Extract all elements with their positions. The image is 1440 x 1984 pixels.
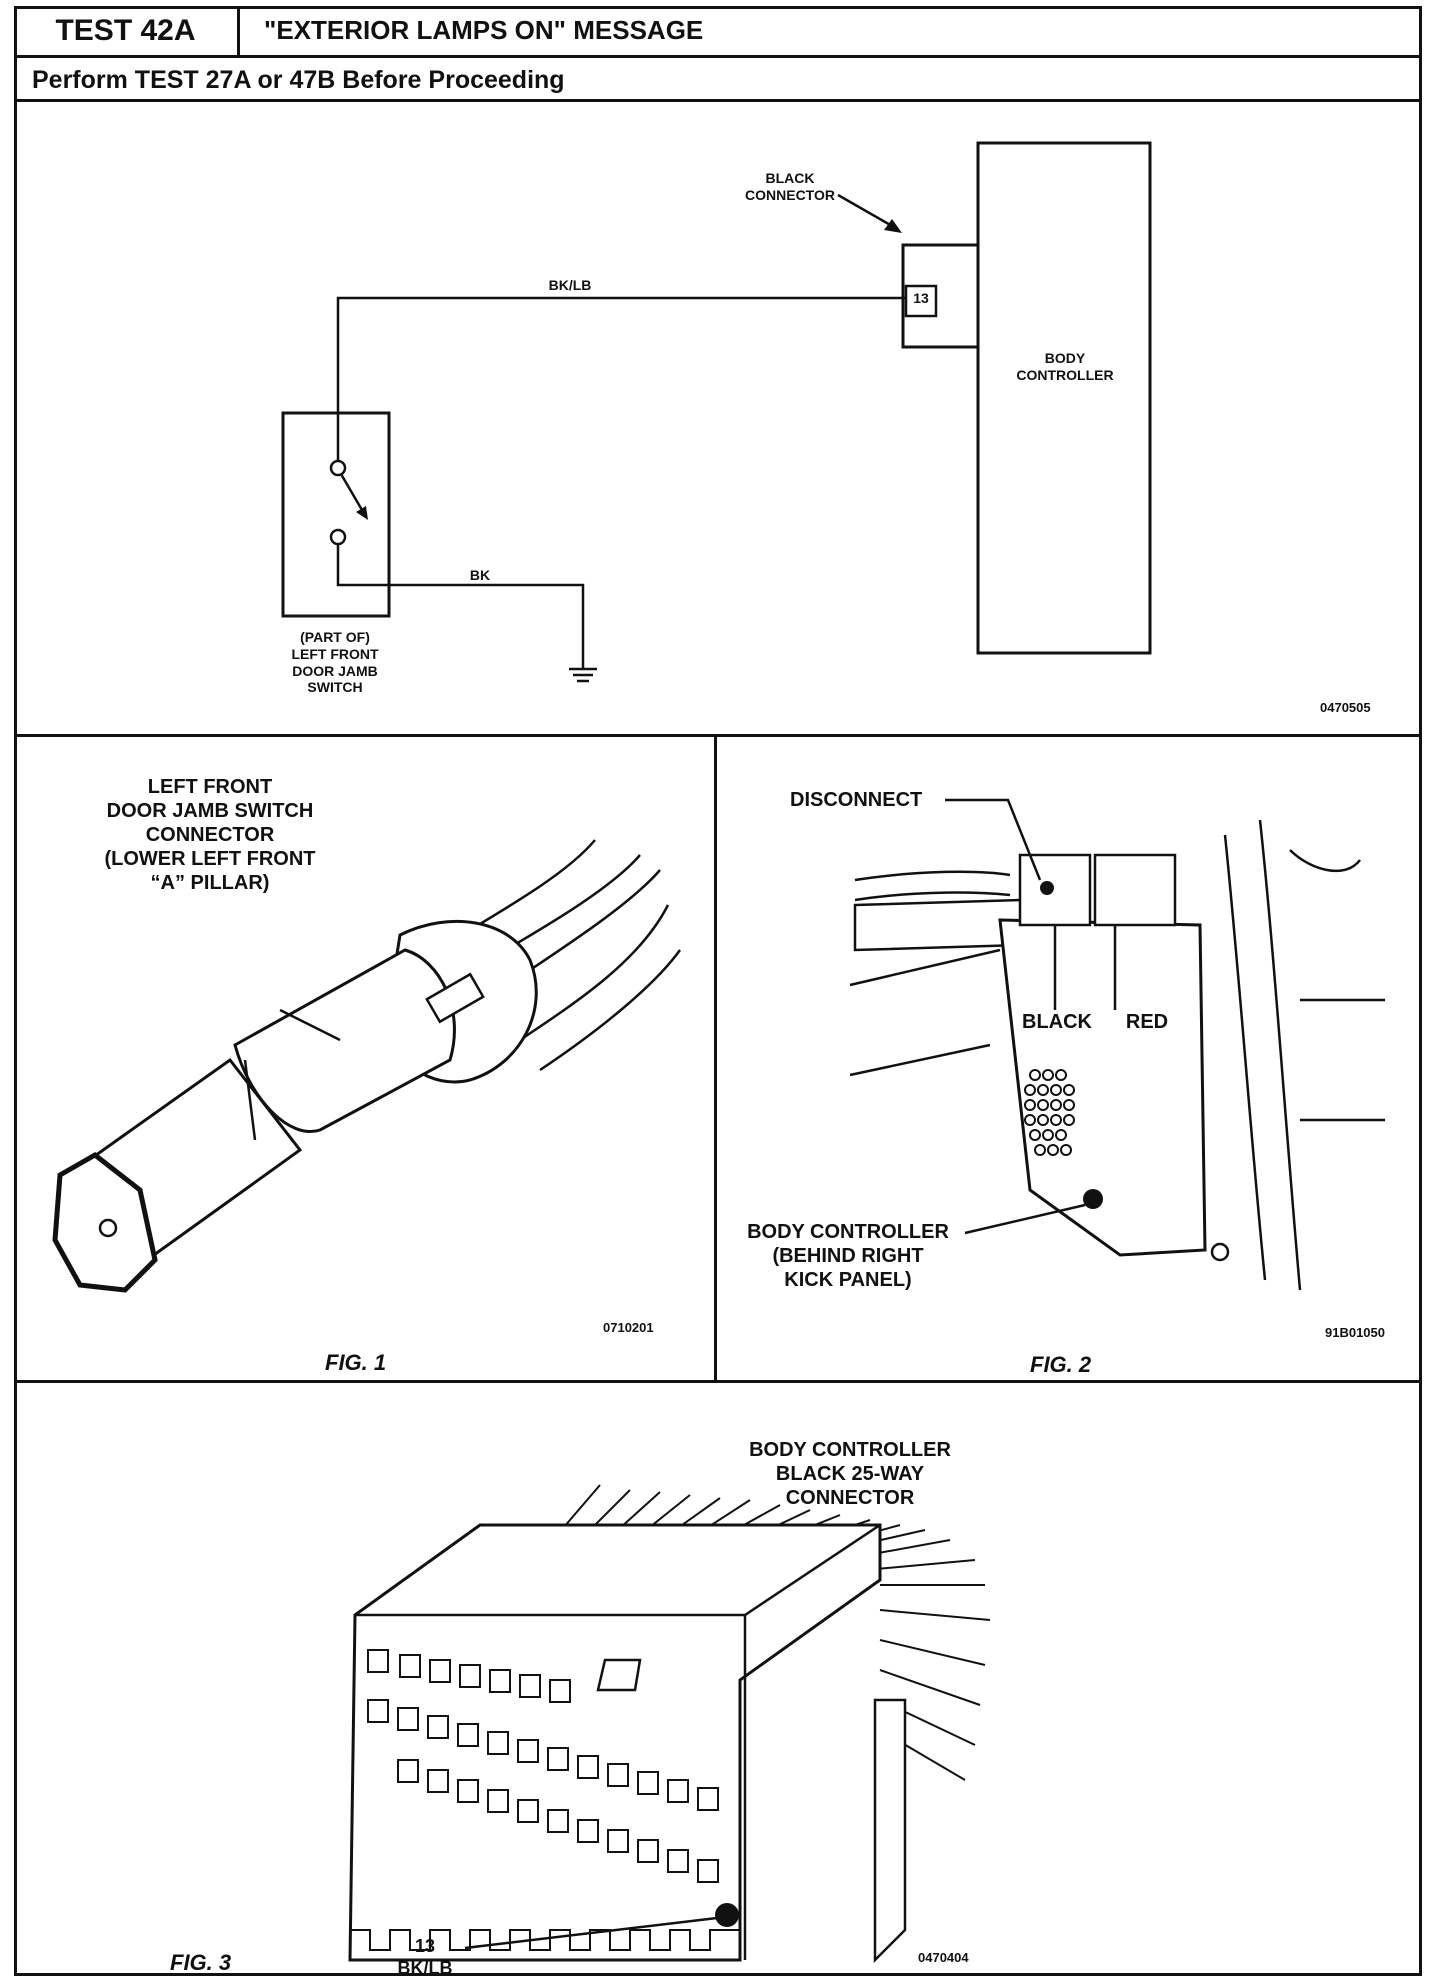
pin-13-label: 13 [913,290,929,306]
wire-bk-label: BK [469,567,491,583]
divider-schematic [14,734,1422,737]
divider-figures [14,1380,1422,1383]
fig1-ref-code: 0710201 [603,1320,654,1335]
test-id: TEST 42A [14,6,240,55]
red-label: RED [1125,1011,1169,1033]
prerequisite-text: Perform TEST 27A or 47B Before Proceedin… [32,66,565,94]
schematic-ref-code: 0470505 [1320,700,1371,715]
fig3-label: FIG. 3 [170,1950,232,1975]
black-label: BLACK [1022,1011,1092,1033]
header-row: TEST 42A "EXTERIOR LAMPS ON" MESSAGE [14,6,1422,58]
fig2-ref-code: 91B01050 [1325,1325,1385,1340]
fig3-ref-code: 0470404 [918,1950,969,1965]
wire-bk-lb-label: BK/LB [548,277,592,293]
fig2-label: FIG. 2 [1030,1352,1092,1377]
page-frame [14,6,1422,1976]
divider-fig1-fig2 [714,736,717,1380]
disconnect-label: DISCONNECT [790,789,923,811]
fig1-label: FIG. 1 [325,1350,387,1375]
test-title: "EXTERIOR LAMPS ON" MESSAGE [264,15,704,45]
prerequisite-row: Perform TEST 27A or 47B Before Proceedin… [14,58,1422,102]
